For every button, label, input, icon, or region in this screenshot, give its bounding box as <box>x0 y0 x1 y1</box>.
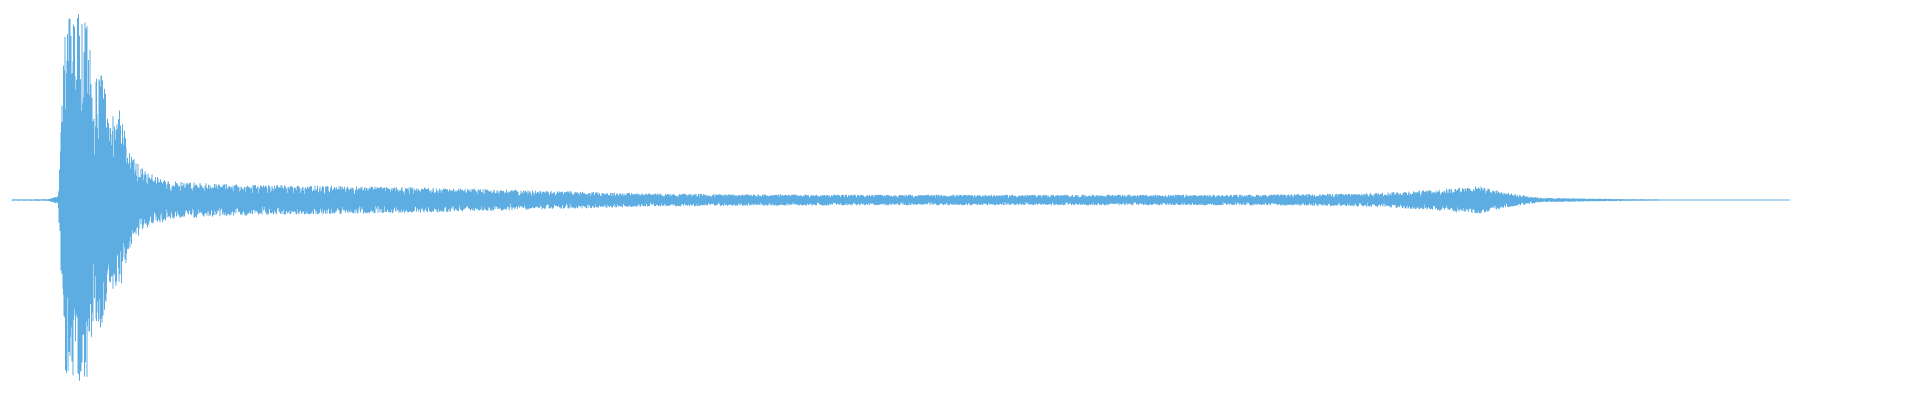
waveform-trace <box>11 14 1665 381</box>
